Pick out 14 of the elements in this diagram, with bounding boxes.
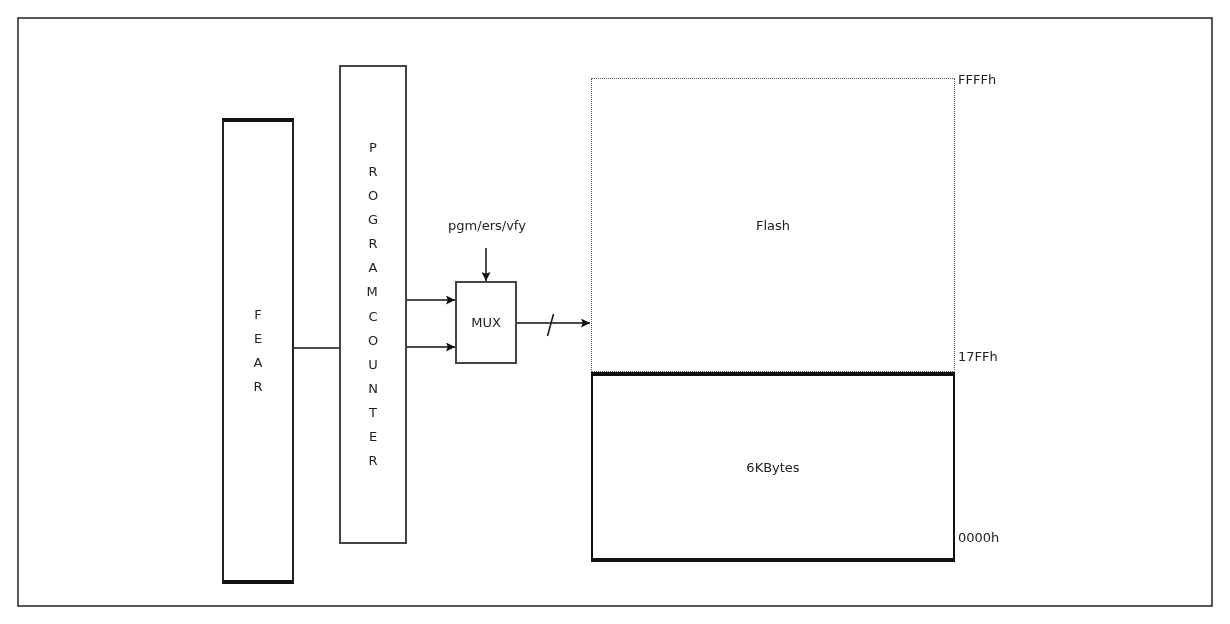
register-box [339, 65, 407, 544]
vertical-label: PROGRAM COUNTER [366, 139, 380, 470]
node-label: pgm/ers/vfy [448, 217, 526, 233]
multiplexer-box [455, 281, 517, 364]
address-label: 17FFh [958, 349, 998, 364]
address-label: 0000h [958, 530, 1000, 545]
node-label: 6KBytes [746, 459, 800, 475]
vertical-label: FEAR [252, 305, 264, 397]
memory-region [591, 372, 955, 562]
node-label: Flash [755, 217, 791, 233]
address-label: FFFFh [958, 72, 997, 87]
register-box [222, 118, 294, 584]
node-label: MUX [471, 315, 501, 330]
memory-region [591, 78, 955, 372]
